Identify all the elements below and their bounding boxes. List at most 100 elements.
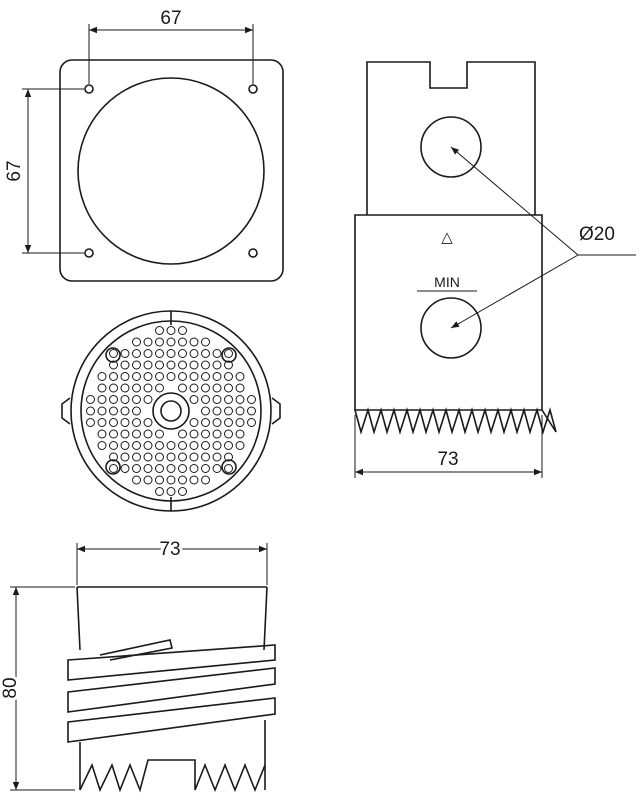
- grille-hole: [212, 372, 222, 381]
- grille-hole: [178, 372, 187, 381]
- grille-hole: [189, 372, 199, 381]
- plate-opening: [77, 77, 265, 265]
- grille-hole: [97, 406, 107, 416]
- grille-hole: [235, 372, 245, 381]
- grille-hole: [212, 441, 222, 450]
- grille-hole: [224, 383, 233, 393]
- grille-hole: [109, 349, 118, 358]
- grille-hole: [143, 418, 153, 427]
- grille-hole: [97, 418, 107, 427]
- grille-hole: [189, 418, 199, 427]
- grille-hole: [120, 383, 130, 393]
- grille-hole: [132, 452, 141, 462]
- grille-hole: [178, 326, 187, 335]
- grille-hole: [109, 418, 118, 427]
- grille-hole: [224, 395, 233, 404]
- grille-hole: [132, 395, 141, 404]
- grille-hole: [201, 429, 210, 439]
- grille-hole: [224, 349, 233, 358]
- grille-hole: [178, 349, 187, 358]
- grille-hole: [143, 464, 153, 473]
- grille-hole: [166, 326, 176, 335]
- grille-hole: [201, 337, 210, 347]
- grille-hole: [166, 372, 176, 381]
- grille-hole: [143, 441, 153, 450]
- plate-view: 67 67: [4, 8, 284, 282]
- plate-outline: [59, 59, 284, 282]
- grille-hole: [201, 418, 210, 427]
- grille-hole: [201, 360, 210, 370]
- grille-hole: [120, 395, 130, 404]
- grille-hole: [155, 360, 164, 370]
- grille-hole: [247, 406, 256, 416]
- dim-plate-width: 67: [160, 8, 181, 29]
- grille-hole: [201, 395, 210, 404]
- grille-hole: [132, 337, 141, 347]
- grille-hole: [201, 372, 210, 381]
- grille-hole: [212, 383, 222, 393]
- grille-hole: [247, 418, 256, 427]
- mount-hole: [248, 84, 258, 94]
- grille-hole: [143, 383, 153, 393]
- grille-hole: [132, 418, 141, 427]
- mount-hole: [84, 84, 94, 94]
- grille-hole: [224, 452, 233, 462]
- grille-hole: [143, 475, 153, 485]
- grille-hole: [224, 429, 233, 439]
- grille-hole: [224, 464, 233, 473]
- grille-hole: [155, 452, 164, 462]
- grille-hole: [178, 464, 187, 473]
- grille-hole: [97, 429, 107, 439]
- grille-hole: [155, 337, 164, 347]
- grille-hole: [120, 372, 130, 381]
- grille-hole: [212, 360, 222, 370]
- grille-hole: [97, 372, 107, 381]
- grille-hole: [109, 429, 118, 439]
- grille-hole: [86, 406, 95, 416]
- grille-hole: [166, 464, 176, 473]
- grille-hole: [143, 395, 153, 404]
- grille-hole: [201, 464, 210, 473]
- screw-icon: [105, 459, 121, 475]
- grille-hole: [132, 372, 141, 381]
- grille-hole: [132, 383, 141, 393]
- grille-hole: [224, 372, 233, 381]
- grille-hole: [212, 395, 222, 404]
- grille-hole: [132, 464, 141, 473]
- grille-hole: [212, 418, 222, 427]
- grille-hole: [212, 429, 222, 439]
- grille-hole: [235, 383, 245, 393]
- grille-hole: [178, 429, 187, 439]
- grille-hole: [201, 349, 210, 358]
- grille-hole: [97, 383, 107, 393]
- grille-hole: [235, 429, 245, 439]
- screw-icon: [221, 459, 237, 475]
- grille-hole: [155, 475, 164, 485]
- grille-hole: [189, 475, 199, 485]
- dim-hole-diameter: Ø20: [579, 224, 615, 245]
- hole-lower: [420, 297, 482, 359]
- grille-hole: [189, 337, 199, 347]
- grille-hole: [120, 406, 130, 416]
- grille-hole: [166, 475, 176, 485]
- grille-hole: [120, 349, 130, 358]
- grille-hole: [132, 406, 141, 416]
- grille-hole: [143, 360, 153, 370]
- grille-hole: [120, 429, 130, 439]
- center-ring: [152, 392, 190, 430]
- grille-hole: [97, 395, 107, 404]
- grille-hole: [189, 360, 199, 370]
- grille-hole: [178, 337, 187, 347]
- grille-hole: [189, 452, 199, 462]
- dim-body-height: 80: [0, 677, 21, 698]
- grille-hole: [201, 452, 210, 462]
- grille-hole: [178, 360, 187, 370]
- mount-hole: [248, 248, 258, 258]
- grille-hole: [178, 475, 187, 485]
- grille-hole: [132, 360, 141, 370]
- grille-hole: [201, 441, 210, 450]
- grille-hole: [189, 395, 199, 404]
- screw-body-view: 73 80: [0, 536, 276, 793]
- grille-hole: [109, 452, 118, 462]
